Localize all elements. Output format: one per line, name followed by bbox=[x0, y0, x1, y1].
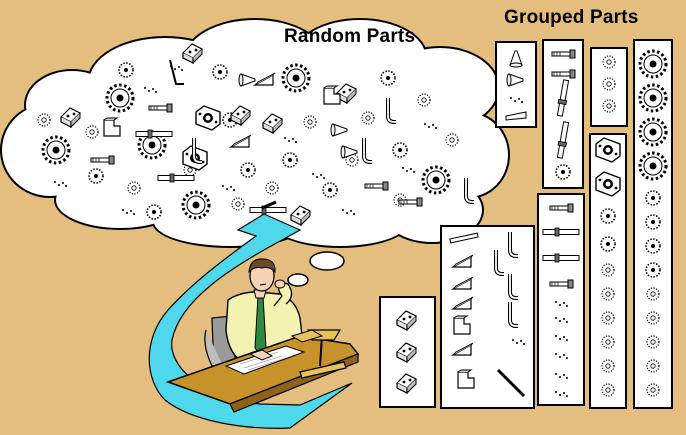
group-panel-hooks-wedges bbox=[440, 225, 535, 409]
group-panel-brackets bbox=[379, 296, 436, 408]
group-panel-long-shafts bbox=[537, 193, 585, 406]
grouped-parts-label: Grouped Parts bbox=[504, 7, 639, 28]
group-panel-flanges bbox=[589, 133, 627, 409]
group-panel-cones bbox=[495, 41, 537, 128]
group-panel-rings bbox=[590, 47, 628, 127]
random-parts-cluster bbox=[37, 43, 476, 226]
grouped-parts-panels bbox=[379, 39, 673, 409]
group-panel-sprockets bbox=[633, 39, 673, 409]
curved-arrow-icon bbox=[148, 213, 353, 429]
group-panel-small-shafts bbox=[542, 39, 584, 189]
engineer-at-desk-icon bbox=[165, 258, 360, 413]
random-parts-label: Random Parts bbox=[284, 26, 416, 47]
